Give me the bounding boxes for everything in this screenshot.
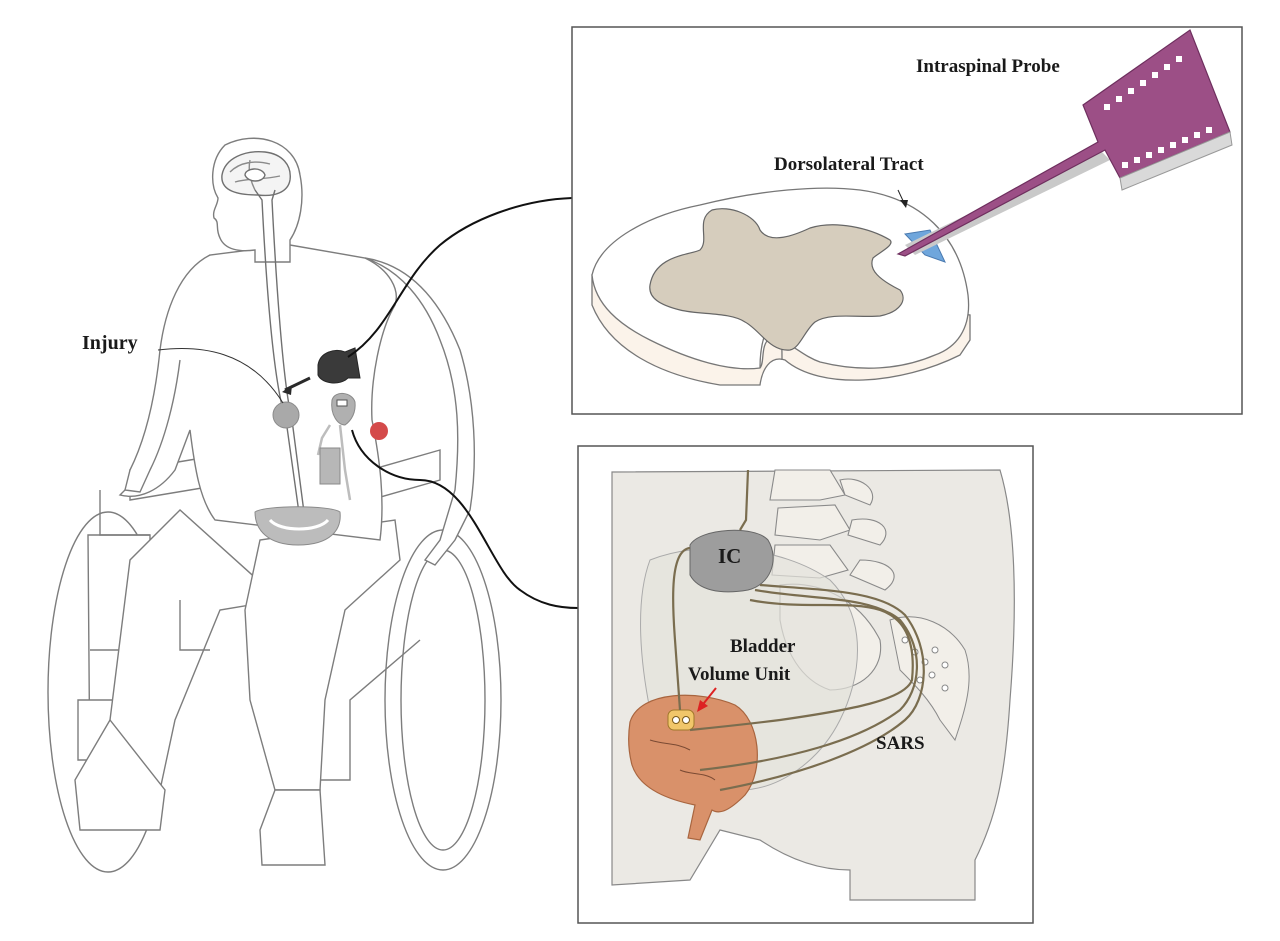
body-bladder-icon: [254, 506, 341, 546]
injury-leader-line: [157, 348, 284, 404]
right-arm: [364, 257, 475, 566]
red-marker-icon: [370, 422, 388, 440]
sars-label: SARS: [876, 733, 925, 754]
intraspinal-probe-label: Intraspinal Probe: [916, 56, 1060, 77]
bladder-volume-unit-label-line1: Bladder: [730, 636, 796, 657]
bladder-volume-unit-label-line2: Volume Unit: [688, 664, 791, 685]
connector-to-pelvis-panel: [351, 429, 579, 609]
injury-site-icon: [272, 401, 300, 429]
injury-label: Injury: [82, 332, 138, 354]
person-in-wheelchair: [47, 137, 502, 873]
probe-contacts: [1104, 56, 1212, 168]
right-wheel: [384, 529, 502, 871]
dorsolateral-tract-label: Dorsolateral Tract: [774, 154, 924, 175]
pelvis-anatomy: [611, 469, 1015, 901]
stimulation-leads: [672, 469, 925, 792]
bladder-volume-unit-icon: [667, 709, 695, 731]
left-arm: [124, 254, 211, 493]
intraspinal-probe: [896, 29, 1233, 263]
implanted-devices: [254, 347, 388, 546]
spinal-cord-cross-section: [591, 187, 971, 386]
gray-matter: [649, 208, 904, 351]
ic-label: IC: [718, 544, 741, 568]
battery-unit-icon: [319, 447, 341, 485]
connector-to-spinal-panel: [347, 197, 573, 358]
pelvis-ic-device: [689, 529, 774, 593]
legs: [74, 509, 401, 866]
